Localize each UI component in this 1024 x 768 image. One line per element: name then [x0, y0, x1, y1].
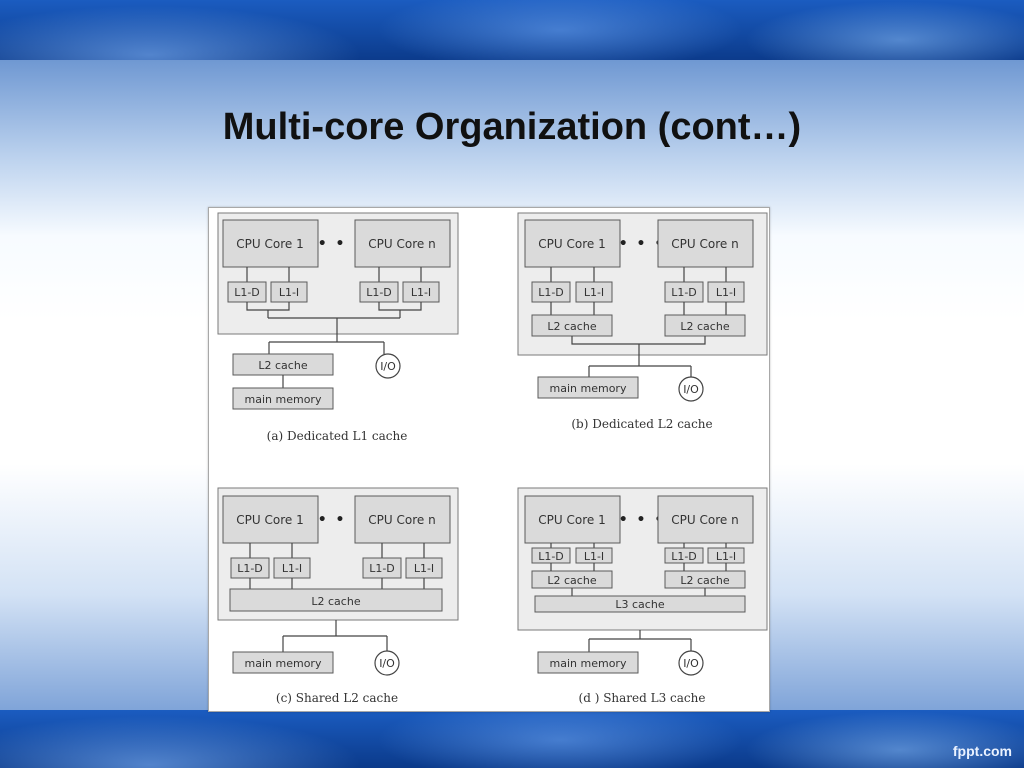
cpu-core-n-label: CPU Core n [671, 513, 738, 527]
l1-instruction-label: L1-I [716, 286, 736, 299]
l3-cache-label: L3 cache [615, 598, 664, 611]
footer-brand: fppt.com [952, 743, 1012, 759]
slide-bottom-band [0, 710, 1024, 768]
io-device [678, 650, 704, 676]
cpu-core-n [657, 495, 754, 544]
cpu-core-1 [222, 495, 319, 544]
panel-c-shared-l2: CPU Core 1 • • • CPU Core n L1-D L1-I L1… [217, 487, 459, 705]
l2-cache-label: L2 cache [547, 320, 596, 333]
io-device [375, 353, 401, 379]
l1-data-label: L1-D [671, 550, 697, 563]
cpu-core-1-label: CPU Core 1 [236, 237, 303, 251]
main-memory-label: main memory [550, 657, 627, 670]
panel-a-dedicated-l1: CPU Core 1 • • • CPU Core n L1-D L1-I L1… [217, 212, 459, 443]
io-label: I/O [380, 360, 396, 373]
main-memory [537, 376, 639, 399]
l1-instruction-label: L1-I [279, 286, 299, 299]
cpu-core-n [354, 495, 451, 544]
l1-data-label: L1-D [538, 550, 564, 563]
core-ellipsis: • • • [318, 236, 365, 252]
l1-data-label: L1-D [366, 286, 392, 299]
caption-a: (a) Dedicated L1 cache [267, 429, 408, 443]
cpu-core-1-label: CPU Core 1 [538, 513, 605, 527]
shared-l3-cache [534, 595, 746, 613]
l1-data-label: L1-D [671, 286, 697, 299]
main-memory [232, 387, 334, 410]
cpu-core-n-label: CPU Core n [368, 237, 435, 251]
shared-l2-cache [229, 588, 443, 612]
l2-cache-label: L2 cache [311, 595, 360, 608]
l1-instruction-label: L1-I [584, 286, 604, 299]
main-memory-label: main memory [550, 382, 627, 395]
l1-data-label: L1-D [234, 286, 260, 299]
l1-data-label: L1-D [538, 286, 564, 299]
panel-d-shared-l3: CPU Core 1 • • • CPU Core n L1-D L1-I L1… [517, 487, 768, 705]
io-label: I/O [683, 657, 699, 670]
cpu-core-n-label: CPU Core n [671, 237, 738, 251]
cpu-core-n-label: CPU Core n [368, 513, 435, 527]
panel-b-dedicated-l2: CPU Core 1 • • • CPU Core n L1-D L1-I L1… [517, 212, 768, 431]
io-label: I/O [379, 657, 395, 670]
cpu-core-1 [524, 219, 621, 268]
caption-d: (d ) Shared L3 cache [579, 691, 706, 705]
slide-title: Multi-core Organization (cont…) [222, 106, 802, 148]
l1-instruction-label: L1-I [584, 550, 604, 563]
main-memory [537, 651, 639, 674]
caption-c: (c) Shared L2 cache [276, 691, 398, 705]
l2-cache-label: L2 cache [547, 574, 596, 587]
cpu-core-1-label: CPU Core 1 [236, 513, 303, 527]
caption-b: (b) Dedicated L2 cache [571, 417, 712, 431]
multicore-diagram-figure: CPU Core 1 • • • CPU Core n L1-D L1-I L1… [208, 207, 770, 712]
io-label: I/O [683, 383, 699, 396]
cpu-core-1 [222, 219, 319, 268]
cpu-core-n [354, 219, 451, 268]
l1-instruction-label: L1-I [411, 286, 431, 299]
l1-data-label: L1-D [237, 562, 263, 575]
main-memory [232, 651, 334, 674]
core-ellipsis: • • • [619, 236, 666, 252]
cpu-core-n [657, 219, 754, 268]
main-memory-label: main memory [245, 393, 322, 406]
core-ellipsis: • • • [318, 512, 365, 528]
l2-cache-label: L2 cache [680, 574, 729, 587]
io-device [374, 650, 400, 676]
cpu-core-1 [524, 495, 621, 544]
core-ellipsis: • • • [619, 512, 666, 528]
io-device [678, 376, 704, 402]
slide-top-band [0, 0, 1024, 62]
l1-instruction-label: L1-I [716, 550, 736, 563]
l2-cache-label: L2 cache [258, 359, 307, 372]
main-memory-label: main memory [245, 657, 322, 670]
l1-instruction-label: L1-I [282, 562, 302, 575]
l2-cache-label: L2 cache [680, 320, 729, 333]
multicore-diagram: CPU Core 1 • • • CPU Core n L1-D L1-I L1… [217, 212, 768, 705]
l1-instruction-label: L1-I [414, 562, 434, 575]
l1-data-label: L1-D [369, 562, 395, 575]
cpu-core-1-label: CPU Core 1 [538, 237, 605, 251]
